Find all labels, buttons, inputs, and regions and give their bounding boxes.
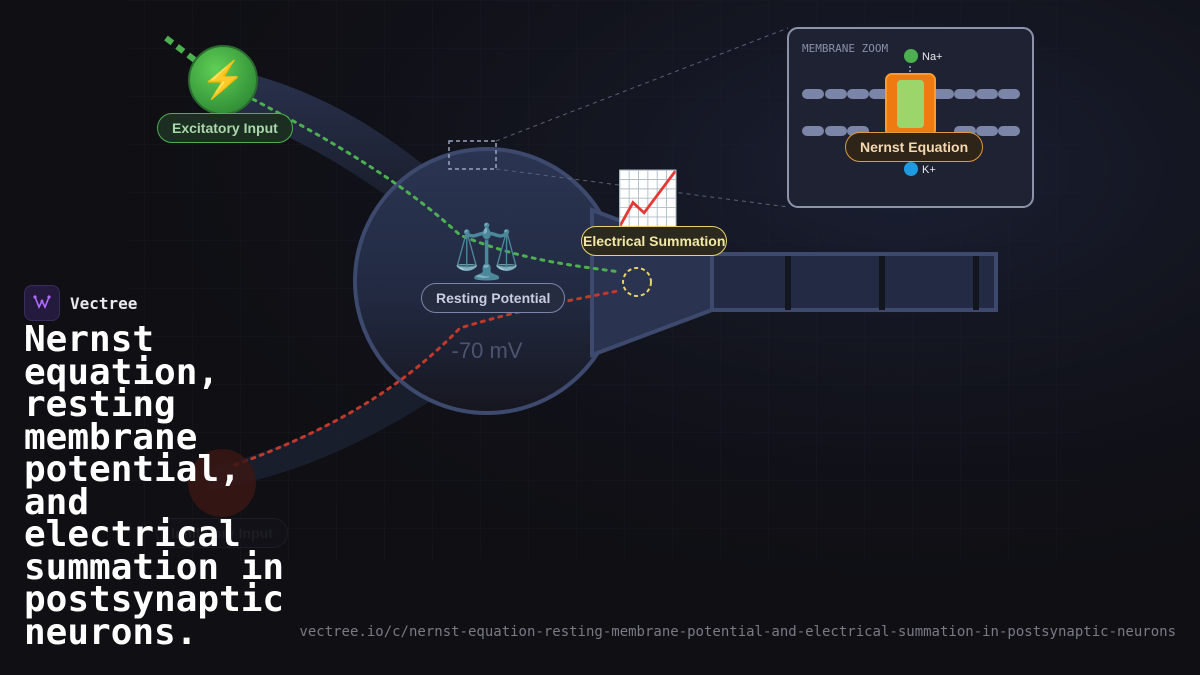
k-ion [904,162,918,176]
brand-name: Vectree [70,293,138,313]
axon [710,252,998,312]
inhibitory-input-label: Inhibitory Input [156,518,288,548]
voltage-readout: -70 mV [452,338,523,363]
na-ion-label: Na+ [922,51,943,63]
brand: Vectree [24,285,137,321]
summation-point [622,267,652,297]
electrical-summation-label: Electrical Summation [581,226,728,256]
nernst-equation-label: Nernst Equation [845,132,984,162]
na-ion [904,49,918,63]
source-url[interactable]: vectree.io/c/nernst-equation-resting-mem… [299,624,1176,640]
excitatory-input-trail [164,35,202,67]
zoom-focus-box [448,140,497,170]
membrane-zoom-title: MEMBRANE ZOOM [802,42,888,55]
vectree-logo-icon [33,295,51,309]
brand-logo [24,285,60,321]
k-ion-label: K+ [922,164,936,176]
inhibitory-input-node [188,449,256,517]
excitatory-icon: ⚡ [201,59,246,101]
inhibitory-signal-path [233,289,620,467]
summation-icon: 📈 [616,168,681,228]
excitatory-input-label: Excitatory Input [157,113,293,143]
page-title: Nernst equation, resting membrane potent… [24,319,285,653]
resting-potential-label: Resting Potential [421,283,566,313]
excitatory-signal-path [243,93,622,274]
membrane-bilayer-top [802,89,1020,99]
resting-potential-icon: ⚖️ [453,221,520,282]
